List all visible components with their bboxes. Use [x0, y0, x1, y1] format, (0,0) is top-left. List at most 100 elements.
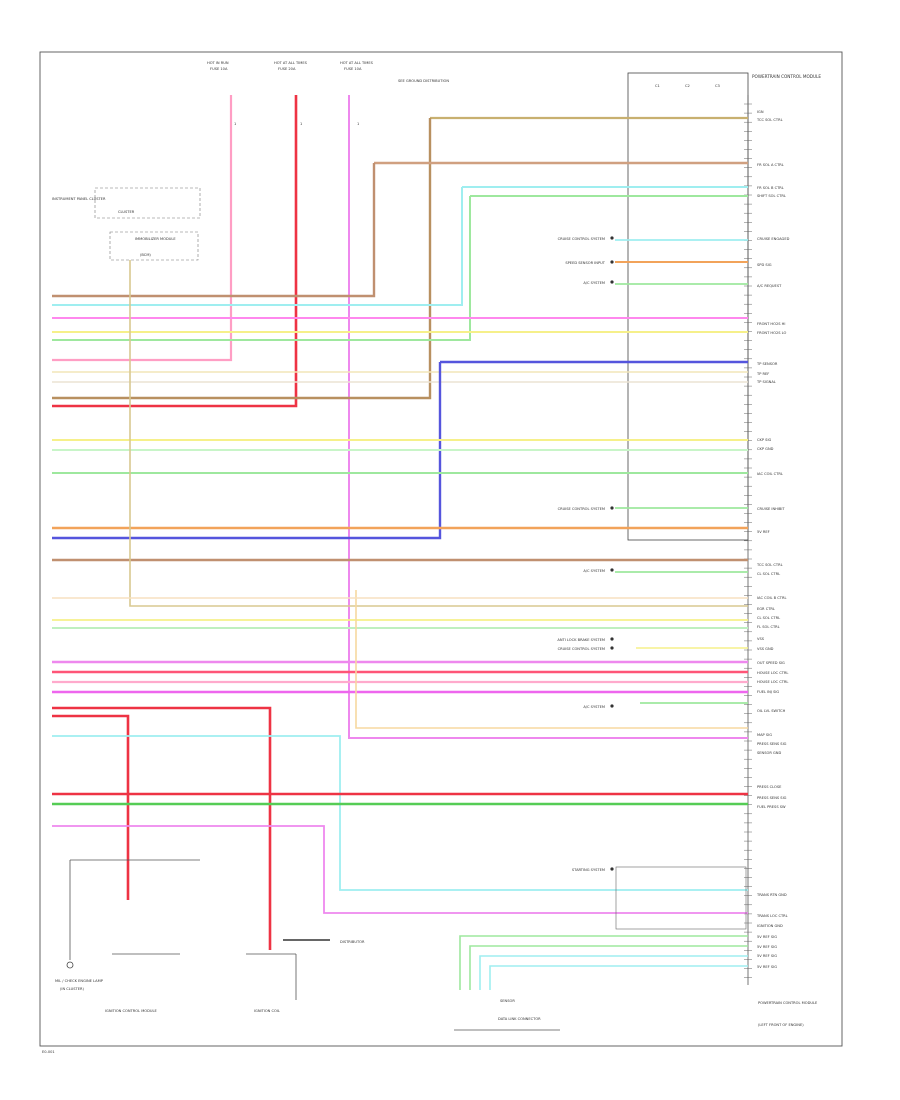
- wire-green-ref1: [459, 935, 748, 990]
- mid-label: A/C SYSTEM: [583, 281, 605, 285]
- pcm-pin-label: TCC SOL CTRL: [756, 118, 783, 122]
- pcm-pin-label: PRESS CLOSE: [757, 785, 782, 789]
- wire-cyan-ref4: [489, 965, 748, 990]
- ignition-control-module: IGNITION CONTROL MODULE: [105, 953, 180, 1013]
- top-connector-2: HOT AT ALL TIMES FUSE 20A 1: [274, 61, 308, 126]
- pcm-pin-label: SHIFT SOL CTRL: [757, 194, 786, 198]
- pcm-box-title: POWERTRAIN CONTROL MODULE: [752, 74, 821, 79]
- wire-purple-batt: [348, 95, 748, 739]
- diagram-frame: [39, 51, 843, 1047]
- pcm-bottom-label: POWERTRAIN CONTROL MODULE (LEFT FRONT OF…: [758, 1001, 818, 1027]
- svg-text:(IN CLUSTER): (IN CLUSTER): [60, 987, 84, 991]
- svg-text:1: 1: [234, 122, 236, 126]
- mid-label: A/C SYSTEM: [583, 705, 605, 709]
- ignition-coil: IGNITION COIL: [246, 953, 297, 1013]
- connector-dot: [610, 506, 614, 510]
- immobilizer-label: IMMOBILIZER MODULE: [135, 237, 176, 241]
- connector-dot: [610, 704, 614, 708]
- immobilizer-sub: (BCM): [140, 253, 151, 257]
- svg-text:SENSOR: SENSOR: [500, 999, 515, 1003]
- svg-text:FUSE 20A: FUSE 20A: [278, 67, 296, 71]
- connector-dot: [610, 568, 614, 572]
- connector-dot: [610, 236, 614, 240]
- wire-magenta-trans: [52, 825, 748, 914]
- wire-red-batt: [52, 95, 298, 408]
- cluster-sub: CLUSTER: [118, 210, 135, 214]
- svg-text:HOT IN RUN: HOT IN RUN: [207, 61, 229, 65]
- pcm-pin-label: VSS GND: [757, 647, 774, 651]
- pcm-pin-label: 5V REF: [757, 530, 770, 534]
- connector-dot: [610, 646, 614, 650]
- pcm-pin-label: CRUISE ENGAGED: [757, 237, 790, 241]
- svg-text:HOT AT ALL TIMES: HOT AT ALL TIMES: [274, 61, 308, 65]
- pcm-pin-label: TP SIGNAL: [756, 380, 776, 384]
- connector-dot: [610, 867, 614, 871]
- pcm-box-pin-c1: C1: [655, 84, 660, 88]
- pcm-pin-label: SENSOR GND: [757, 751, 781, 755]
- pcm-pin-label: TP REF: [756, 372, 769, 376]
- pcm-pin-label: 5V REF SIG: [757, 954, 777, 958]
- svg-text:1: 1: [300, 122, 302, 126]
- pcm-pin-label: FUEL PRESS SW: [757, 805, 786, 809]
- pcm-box-pin-c2: C2: [685, 84, 690, 88]
- wire-red-icm: [52, 714, 130, 900]
- top-connector-1: HOT IN RUN FUSE 10A 1: [207, 61, 236, 126]
- pcm-pin-label: OIL LVL SWITCH: [757, 709, 786, 713]
- footer-code: E0-001: [42, 1050, 55, 1054]
- wire-map: [355, 590, 748, 729]
- svg-text:FUSE 10A: FUSE 10A: [210, 67, 228, 71]
- pcm-pin-label: OUT SPEED SIG: [757, 661, 785, 665]
- wire-blue-drop: [52, 362, 442, 540]
- wire-orange-drop: [52, 163, 376, 298]
- pcm-pin-label: FL SOL CTRL: [757, 625, 780, 629]
- mid-label: ANTI LOCK BRAKE SYSTEM: [557, 638, 605, 642]
- pcm-pin-label: CKP GND: [757, 447, 774, 451]
- wire-green-ref2: [469, 945, 748, 990]
- wire-group: [52, 95, 748, 990]
- pcm-pin-label: CL SOL CTRL: [757, 572, 780, 576]
- pcm-pin-label: FUEL INJ SIG: [757, 690, 779, 694]
- pcm-pin-label: FR SOL A CTRL: [757, 163, 784, 167]
- pcm-pin-label: TRANS LOC CTRL: [756, 914, 788, 918]
- svg-text:1: 1: [357, 122, 359, 126]
- pcm-pin-label: SPD SIG: [757, 263, 772, 267]
- wire-red-coil: [52, 706, 272, 950]
- wire-tan-drop: [52, 118, 432, 400]
- pcm-pin-label: 5V REF SIG: [757, 965, 777, 969]
- top-connector-3: HOT AT ALL TIMES FUSE 10A 1: [340, 61, 374, 126]
- pcm-pin-label: IAC COIL B CTRL: [757, 596, 786, 600]
- pcm-pin-label: TCC SOL CTRL: [756, 563, 783, 567]
- pcm-pin-label: VSS: [757, 637, 765, 641]
- cluster-box: [94, 187, 201, 219]
- mid-label: CRUISE CONTROL SYSTEM: [558, 507, 605, 511]
- svg-text:FUSE 10A: FUSE 10A: [344, 67, 362, 71]
- svg-text:DISTRIBUTOR: DISTRIBUTOR: [340, 940, 365, 944]
- svg-text:POWERTRAIN CONTROL MODULE: POWERTRAIN CONTROL MODULE: [758, 1001, 818, 1005]
- wire-cyan-ref3: [479, 955, 748, 990]
- svg-text:(LEFT FRONT OF ENGINE): (LEFT FRONT OF ENGINE): [758, 1023, 804, 1027]
- pcm-pin-label: IGN: [757, 110, 764, 114]
- connector-dot: [610, 280, 614, 284]
- mid-label: CRUISE CONTROL SYSTEM: [558, 237, 605, 241]
- pcm-pin-label: HOUSE LOC CTRL: [757, 671, 788, 675]
- immobilizer-box: [109, 231, 199, 261]
- pcm-pin-label: PRESS SENS SIG: [757, 796, 787, 800]
- distributor-ref: DISTRIBUTOR: [283, 939, 365, 944]
- pcm-pin-label: FRONT HO2S HI: [757, 322, 785, 326]
- starting-system-box: [615, 866, 747, 930]
- wire-cyan-trans: [52, 735, 748, 891]
- pcm-pin-label: EGR CTRL: [757, 607, 775, 611]
- sensor-component: SENSOR DATA LINK CONNECTOR: [454, 999, 560, 1031]
- pcm-pin-label: A/C REQUEST: [757, 284, 782, 288]
- mid-label: CRUISE CONTROL SYSTEM: [558, 647, 605, 651]
- wire-pink-ign: [52, 95, 233, 362]
- mid-label: A/C SYSTEM: [583, 569, 605, 573]
- pcm-pin-label: CKP SIG: [757, 438, 772, 442]
- pcm-box: [627, 72, 749, 541]
- mid-label: STARTING SYSTEM: [572, 868, 605, 872]
- pcm-pin-label: CRUISE INHIBIT: [757, 507, 785, 511]
- pcm-pin-label: 5V REF SIG: [757, 935, 777, 939]
